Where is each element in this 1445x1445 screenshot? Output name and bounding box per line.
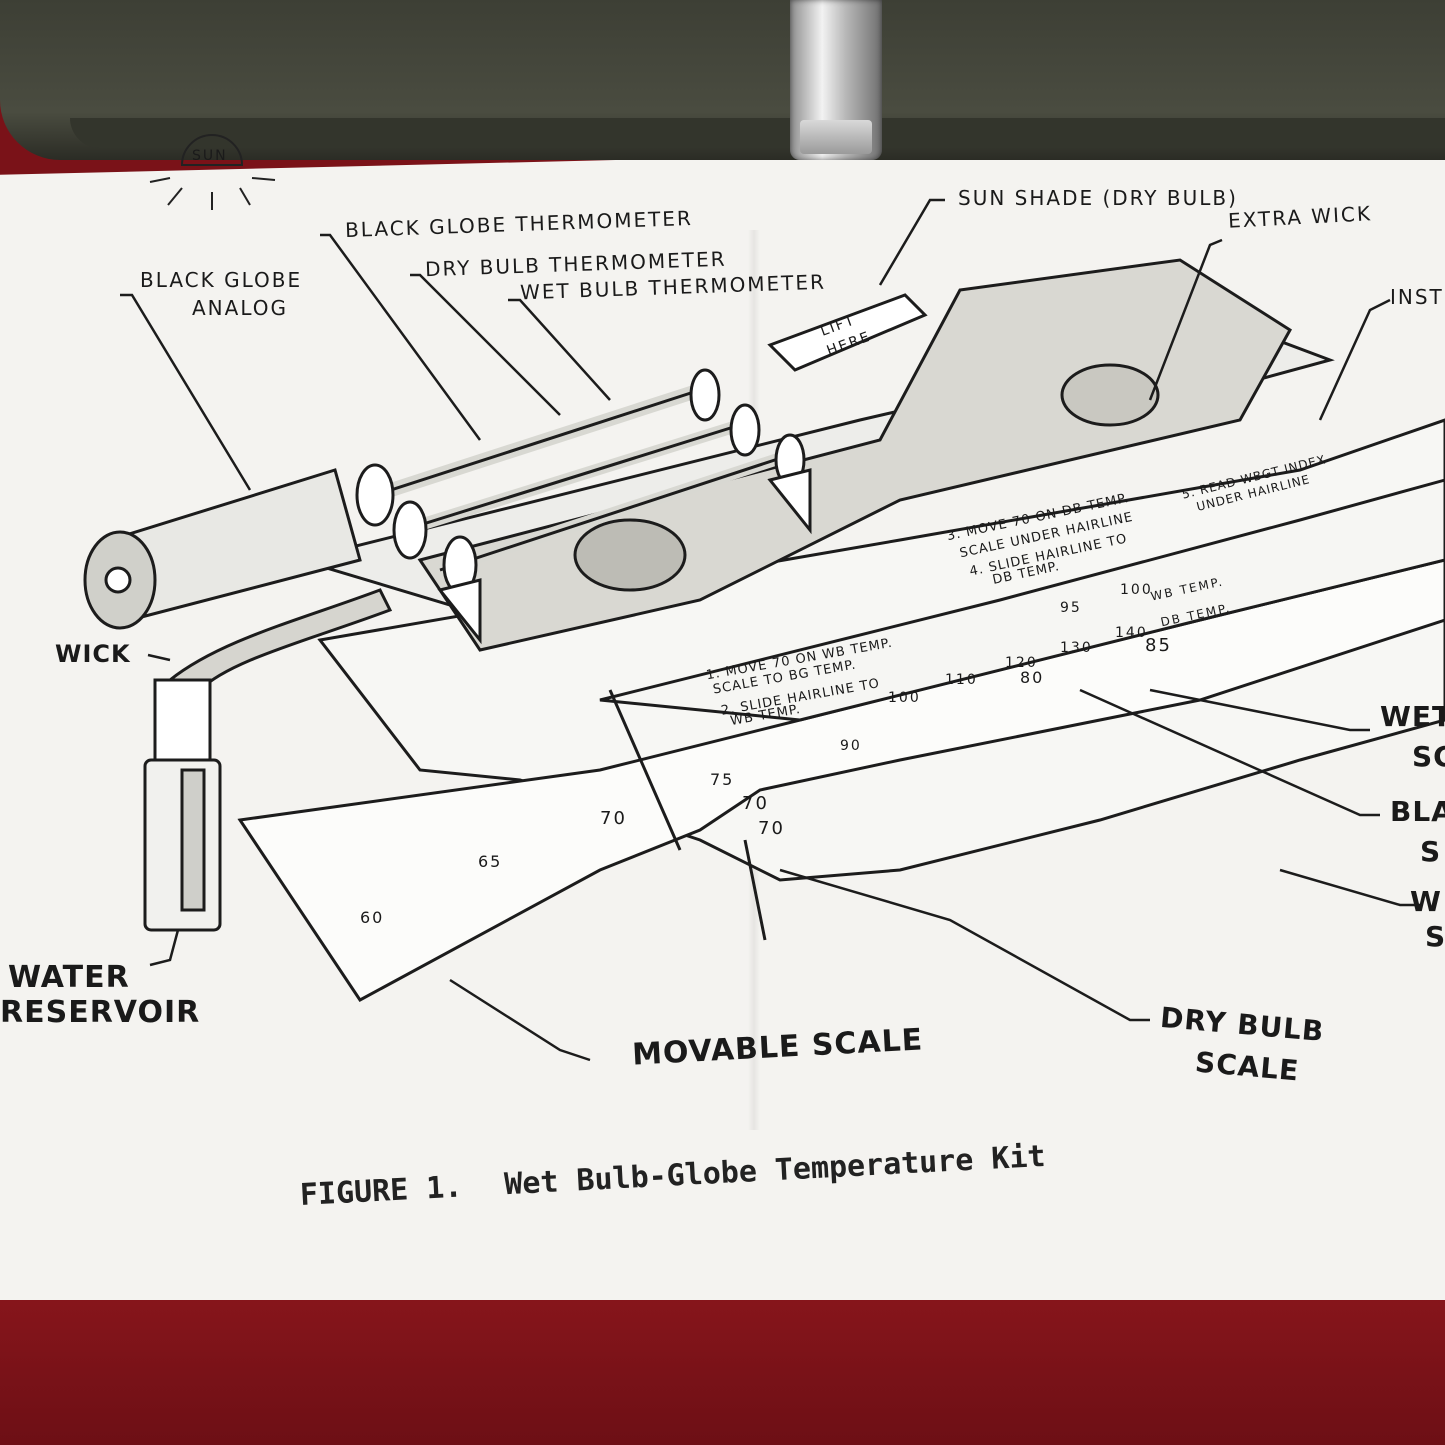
scale-mark-100: 100 bbox=[1120, 582, 1153, 598]
black-globe-analog-label-line1: BLACK GLOBE bbox=[140, 268, 303, 292]
case-latch bbox=[790, 0, 882, 160]
scale-mark-75: 75 bbox=[710, 770, 735, 789]
black-globe-analog bbox=[83, 468, 362, 630]
scale-mark-70-lower: 70 bbox=[758, 818, 785, 839]
black-globe-analog-label-line2: ANALOG bbox=[192, 296, 288, 320]
water-reservoir-label-line1: WATER bbox=[8, 960, 130, 995]
wet-bulb-scale-label-partial-1: WET bbox=[1380, 700, 1445, 733]
scale-mark-65: 65 bbox=[478, 852, 503, 871]
sun-shade-label: SUN SHADE (DRY BULB) bbox=[958, 186, 1238, 210]
equipment-case bbox=[0, 0, 1445, 160]
sun-shade bbox=[767, 293, 928, 372]
scale-mark-95: 95 bbox=[1060, 600, 1082, 616]
latch-tab bbox=[800, 120, 872, 154]
scale-mark-110: 110 bbox=[945, 672, 978, 688]
scale-mark-85: 85 bbox=[1145, 635, 1172, 656]
instructions-label-partial: INST bbox=[1390, 285, 1444, 309]
tablecloth bbox=[0, 1280, 1445, 1445]
leader-lines bbox=[120, 198, 1420, 1062]
black-globe-scale-label-partial-2: S bbox=[1420, 835, 1442, 868]
scale-mark-70-upper: 70 bbox=[742, 793, 769, 814]
slide-rule bbox=[237, 478, 1445, 1002]
scale-mark-90: 90 bbox=[840, 738, 862, 754]
scale-mark-130: 130 bbox=[1060, 640, 1093, 656]
scale-mark-70-movable: 70 bbox=[600, 808, 627, 829]
sun-label: SUN bbox=[192, 148, 228, 164]
thermometer-assembly bbox=[83, 368, 812, 645]
sun-icon bbox=[149, 134, 276, 210]
tray-pad bbox=[417, 258, 1292, 652]
wet-bulb-scale-label-partial-2: SC bbox=[1412, 740, 1445, 773]
black-globe-scale-label-partial-1: BLA bbox=[1390, 795, 1445, 828]
scale-mark-120: 120 bbox=[1005, 655, 1038, 671]
wick-label: WICK bbox=[55, 640, 131, 668]
wbgt-scale-label-partial-2: S bbox=[1425, 920, 1445, 953]
scale-mark-60: 60 bbox=[360, 908, 385, 927]
case-edge bbox=[70, 118, 1445, 148]
water-reservoir-label-line2: RESERVOIR bbox=[0, 995, 201, 1030]
wbgt-scale-label-partial-1: W bbox=[1410, 885, 1442, 918]
scale-mark-80: 80 bbox=[1020, 668, 1045, 687]
scale-mark-100-lower: 100 bbox=[888, 690, 921, 706]
scale-mark-140: 140 bbox=[1115, 625, 1148, 641]
water-reservoir bbox=[143, 588, 393, 932]
